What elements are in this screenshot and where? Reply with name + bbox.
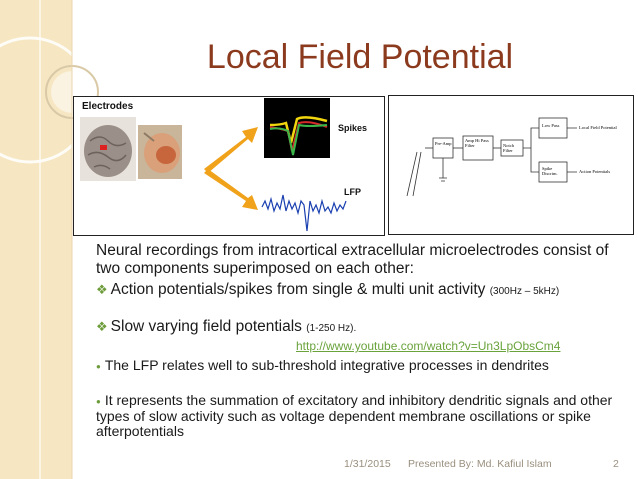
block-diagram-lines <box>406 117 577 197</box>
spikes-label: Spikes <box>338 123 368 133</box>
footer-page-number: 2 <box>613 458 619 470</box>
bullet2-main-text: Slow varying field potentials <box>110 318 302 335</box>
bullet4-text: It represents the summation of excitator… <box>96 392 613 439</box>
bullet-action-potentials: ❖Action potentials/spikes from single & … <box>96 282 616 300</box>
footer-date: 1/31/2015 <box>344 458 391 470</box>
notch-block: Notch Filter <box>503 143 514 153</box>
spike-waveforms <box>264 98 330 158</box>
bullet1-main-text: Action potentials/spikes from single & m… <box>110 281 486 298</box>
ap-output-label: Action Potentials <box>579 169 611 174</box>
small-dot-icon: ● <box>96 361 101 371</box>
bullet3-text: The LFP relates well to sub-threshold in… <box>104 357 549 373</box>
diamond-cluster-icon: ❖ <box>96 282 108 297</box>
electrode-recording-figure: Electrodes <box>73 96 385 236</box>
youtube-link[interactable]: http://www.youtube.com/watch?v=Un3LpObsC… <box>296 339 561 353</box>
bullet-lfp-subthreshold: ●The LFP relates well to sub-threshold i… <box>96 358 616 374</box>
electrodes-label: Electrodes <box>82 101 134 112</box>
diamond-cluster-icon: ❖ <box>96 319 108 334</box>
implant-photo <box>138 125 182 179</box>
lfp-label: LFP <box>344 187 361 197</box>
recording-illustration <box>80 98 347 232</box>
spike-discrim-block: Spike Discrim. <box>542 166 558 176</box>
lfp-trace <box>261 194 347 232</box>
footer-presenter: Presented By: Md. Kafiul Islam <box>408 458 552 470</box>
lowpass-block: Low Pass <box>542 123 560 128</box>
small-dot-icon: ● <box>96 396 101 406</box>
signal-processing-diagram: Pre-Amp Amp Hi Pass Filter Notch Filter … <box>388 95 634 235</box>
bullet-summation: ●It represents the summation of excitato… <box>96 393 616 439</box>
bullet1-frequency: (300Hz – 5kHz) <box>489 286 560 297</box>
hipass-block: Amp Hi Pass Filter <box>465 138 489 148</box>
bullet-field-potentials: ❖Slow varying field potentials (1-250 Hz… <box>96 318 616 338</box>
arrows <box>204 127 258 210</box>
slide-title: Local Field Potential <box>206 38 514 76</box>
bullet2-frequency: (1-250 Hz). <box>306 323 357 334</box>
preamp-block: Pre-Amp <box>435 141 452 146</box>
lfp-output-label: Local Field Potential <box>579 125 617 130</box>
brain-photo <box>80 117 136 181</box>
intro-paragraph: Neural recordings from intracortical ext… <box>96 242 609 277</box>
